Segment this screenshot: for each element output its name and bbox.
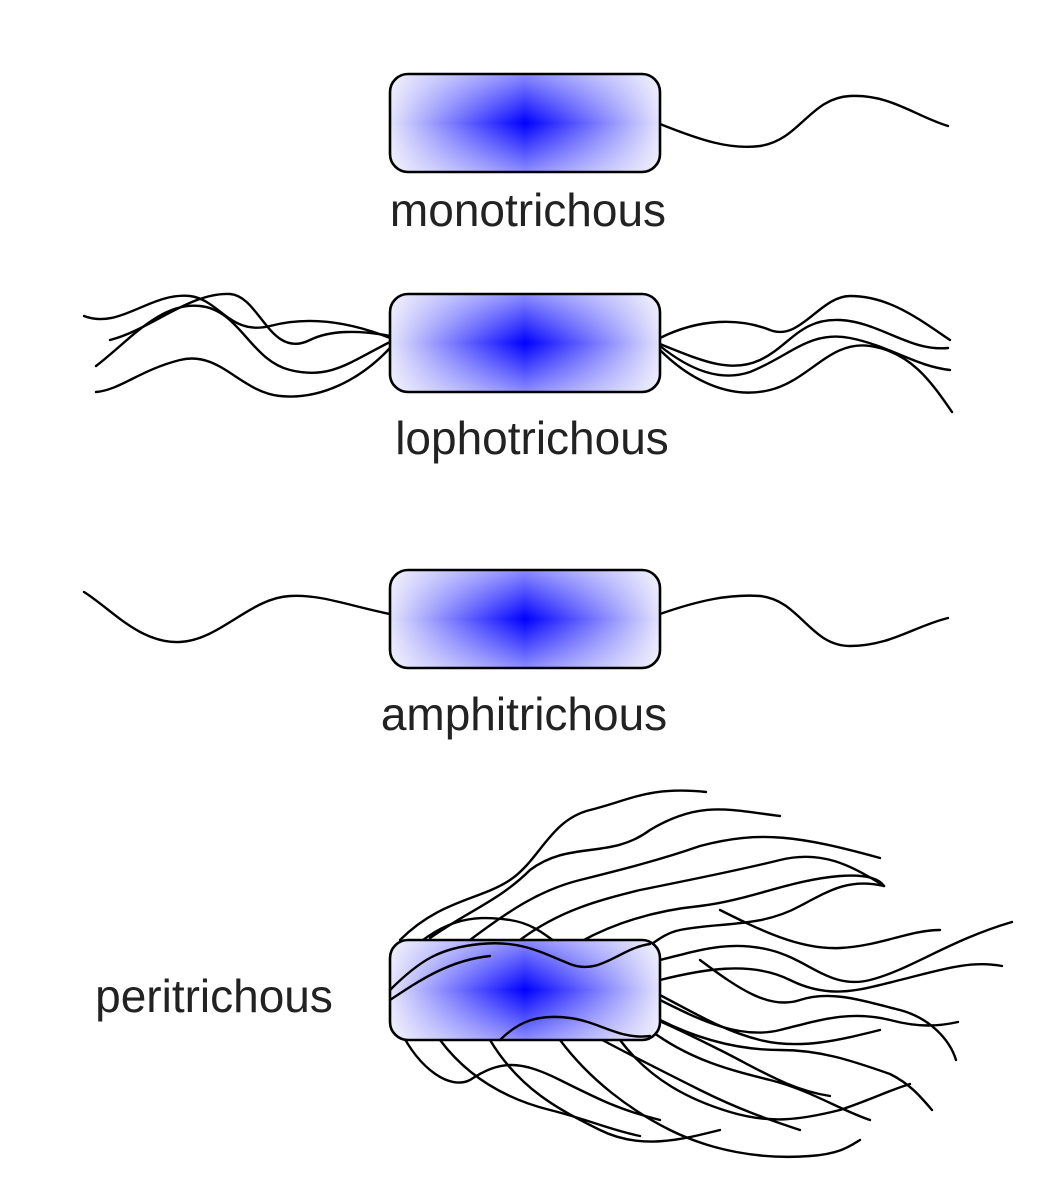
amphitrichous-group: amphitrichous [82,568,950,740]
lophotrichous-flagella-left [82,292,392,398]
lophotrichous-group: lophotrichous [82,292,954,464]
peritrichous-flagella-over-cell [388,942,652,1042]
lophotrichous-cell [388,292,662,394]
amphitrichous-flagellum-left [82,590,392,644]
peritrichous-flagella [388,789,1014,1159]
peritrichous-group: peritrichous [95,789,1014,1159]
amphitrichous-cell [388,568,662,670]
lophotrichous-flagella-right [658,294,954,414]
monotrichous-group: monotrichous [388,72,950,236]
lophotrichous-label: lophotrichous [395,412,669,464]
amphitrichous-flagellum-right [658,594,950,648]
amphitrichous-label: amphitrichous [381,688,667,740]
monotrichous-cell [388,72,662,174]
monotrichous-label: monotrichous [390,184,666,236]
peritrichous-cell [388,938,662,1042]
peritrichous-label: peritrichous [95,970,333,1022]
monotrichous-flagellum [658,94,950,149]
